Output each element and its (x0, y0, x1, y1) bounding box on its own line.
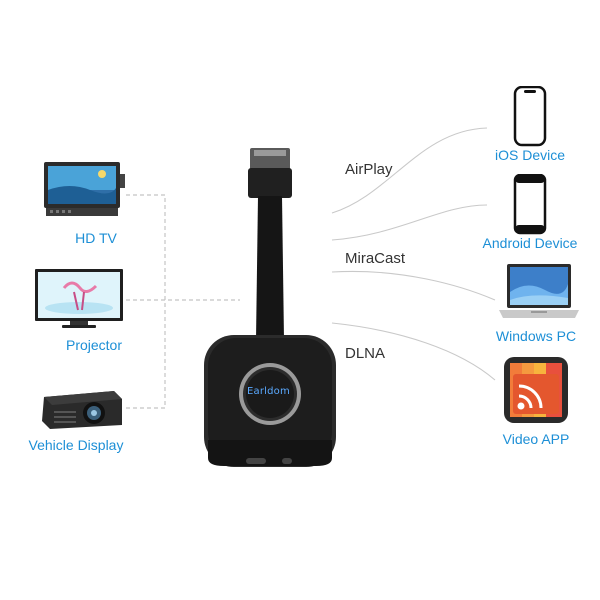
protocol-airplay: AirPlay (345, 161, 393, 178)
video-app-icon (504, 357, 568, 423)
windows-pc-label: Windows PC (495, 328, 577, 344)
android-device (513, 173, 549, 236)
video-app-device (503, 356, 569, 424)
ios-device-label: iOS Device (494, 147, 566, 163)
iphone-icon (513, 85, 547, 147)
video-app-label: Video APP (502, 431, 570, 447)
vehicle-display-label: Vehicle Display (28, 437, 124, 453)
dongle-brand-logo: Earldom (247, 386, 290, 397)
android-phone-icon (513, 173, 547, 235)
hdtv-label: HD TV (75, 230, 117, 246)
dongle-image (204, 148, 336, 467)
android-device-label: Android Device (482, 235, 578, 251)
projector-label: Projector (65, 337, 123, 353)
protocol-miracast: MiraCast (345, 250, 406, 267)
vehicle-display-device (36, 383, 126, 435)
projector-device (34, 268, 126, 330)
wireless-display-dongle: Earldom (196, 140, 346, 480)
hdtv-device (40, 160, 126, 222)
windows-pc-device (497, 262, 581, 322)
monitor-icon (44, 162, 125, 216)
ios-device (513, 85, 549, 148)
protocol-dlna: DLNA (345, 345, 386, 362)
tv-icon (35, 269, 123, 328)
laptop-icon (499, 264, 579, 318)
projector-icon (42, 391, 122, 429)
